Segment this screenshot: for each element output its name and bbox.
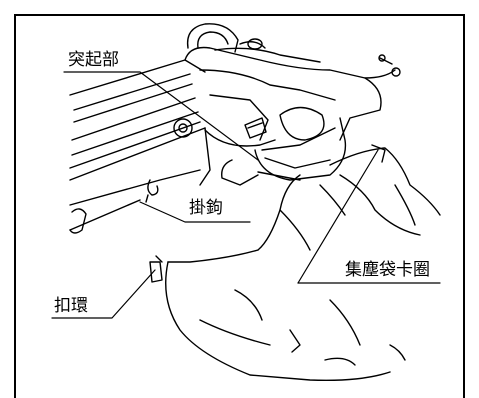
power-cord [364, 54, 401, 79]
collection-bag [149, 144, 441, 382]
handle [173, 23, 266, 138]
blower-tube [69, 59, 211, 234]
leader-hook [139, 201, 251, 223]
label-buckle: 扣環 [54, 296, 88, 316]
leader-buckle [51, 269, 156, 319]
label-bag-clip: 集塵袋卡圈 [345, 260, 430, 280]
hook-detail [145, 179, 159, 203]
figure-frame [14, 14, 465, 398]
label-hook: 掛鉤 [189, 198, 223, 218]
motor-body [184, 46, 382, 186]
leader-bag-clip-pointer [297, 149, 379, 284]
leader-lines [51, 71, 441, 319]
label-protrusion: 突起部 [68, 50, 119, 70]
leader-protrusion [63, 71, 259, 161]
